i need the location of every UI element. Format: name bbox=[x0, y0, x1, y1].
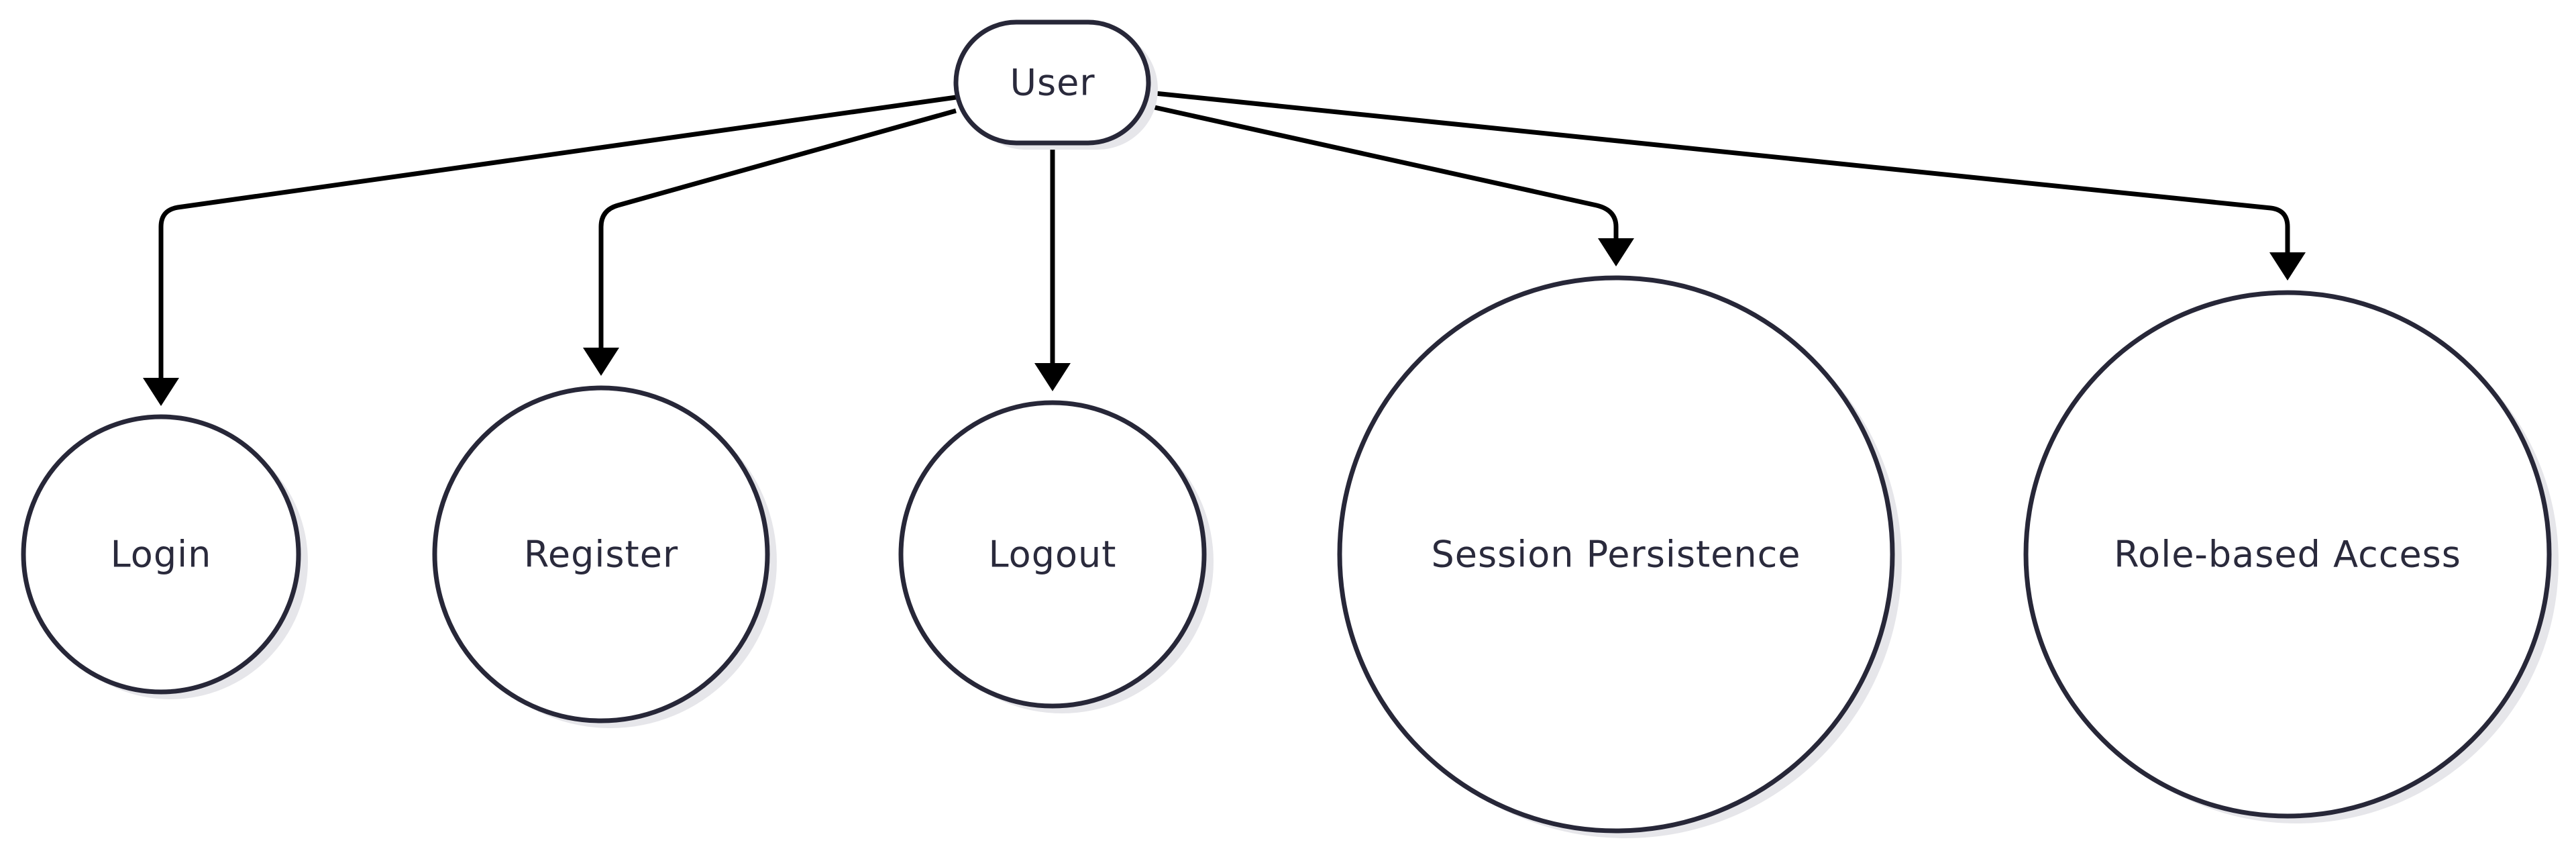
edge-user-session-persistence bbox=[1148, 103, 1634, 266]
node-logout[interactable]: Logout bbox=[898, 400, 1214, 713]
node-login[interactable]: Login bbox=[21, 414, 308, 699]
edge-user-role-based-access bbox=[1148, 90, 2306, 281]
node-session-persistence-label: Session Persistence bbox=[1431, 534, 1801, 576]
node-register-label: Register bbox=[524, 534, 678, 576]
node-session-persistence[interactable]: Session Persistence bbox=[1337, 275, 1902, 838]
node-user-label: User bbox=[1010, 62, 1095, 104]
node-role-based-access[interactable]: Role-based Access bbox=[2023, 290, 2559, 823]
node-logout-label: Logout bbox=[989, 534, 1117, 576]
node-login-label: Login bbox=[111, 534, 212, 576]
edge-user-logout bbox=[1034, 144, 1071, 391]
edges bbox=[143, 90, 2306, 406]
edge-user-login bbox=[143, 95, 957, 406]
edge-user-register bbox=[583, 108, 957, 376]
node-register[interactable]: Register bbox=[432, 385, 777, 728]
node-user[interactable]: User bbox=[953, 19, 1158, 150]
node-role-based-access-label: Role-based Access bbox=[2114, 534, 2461, 576]
